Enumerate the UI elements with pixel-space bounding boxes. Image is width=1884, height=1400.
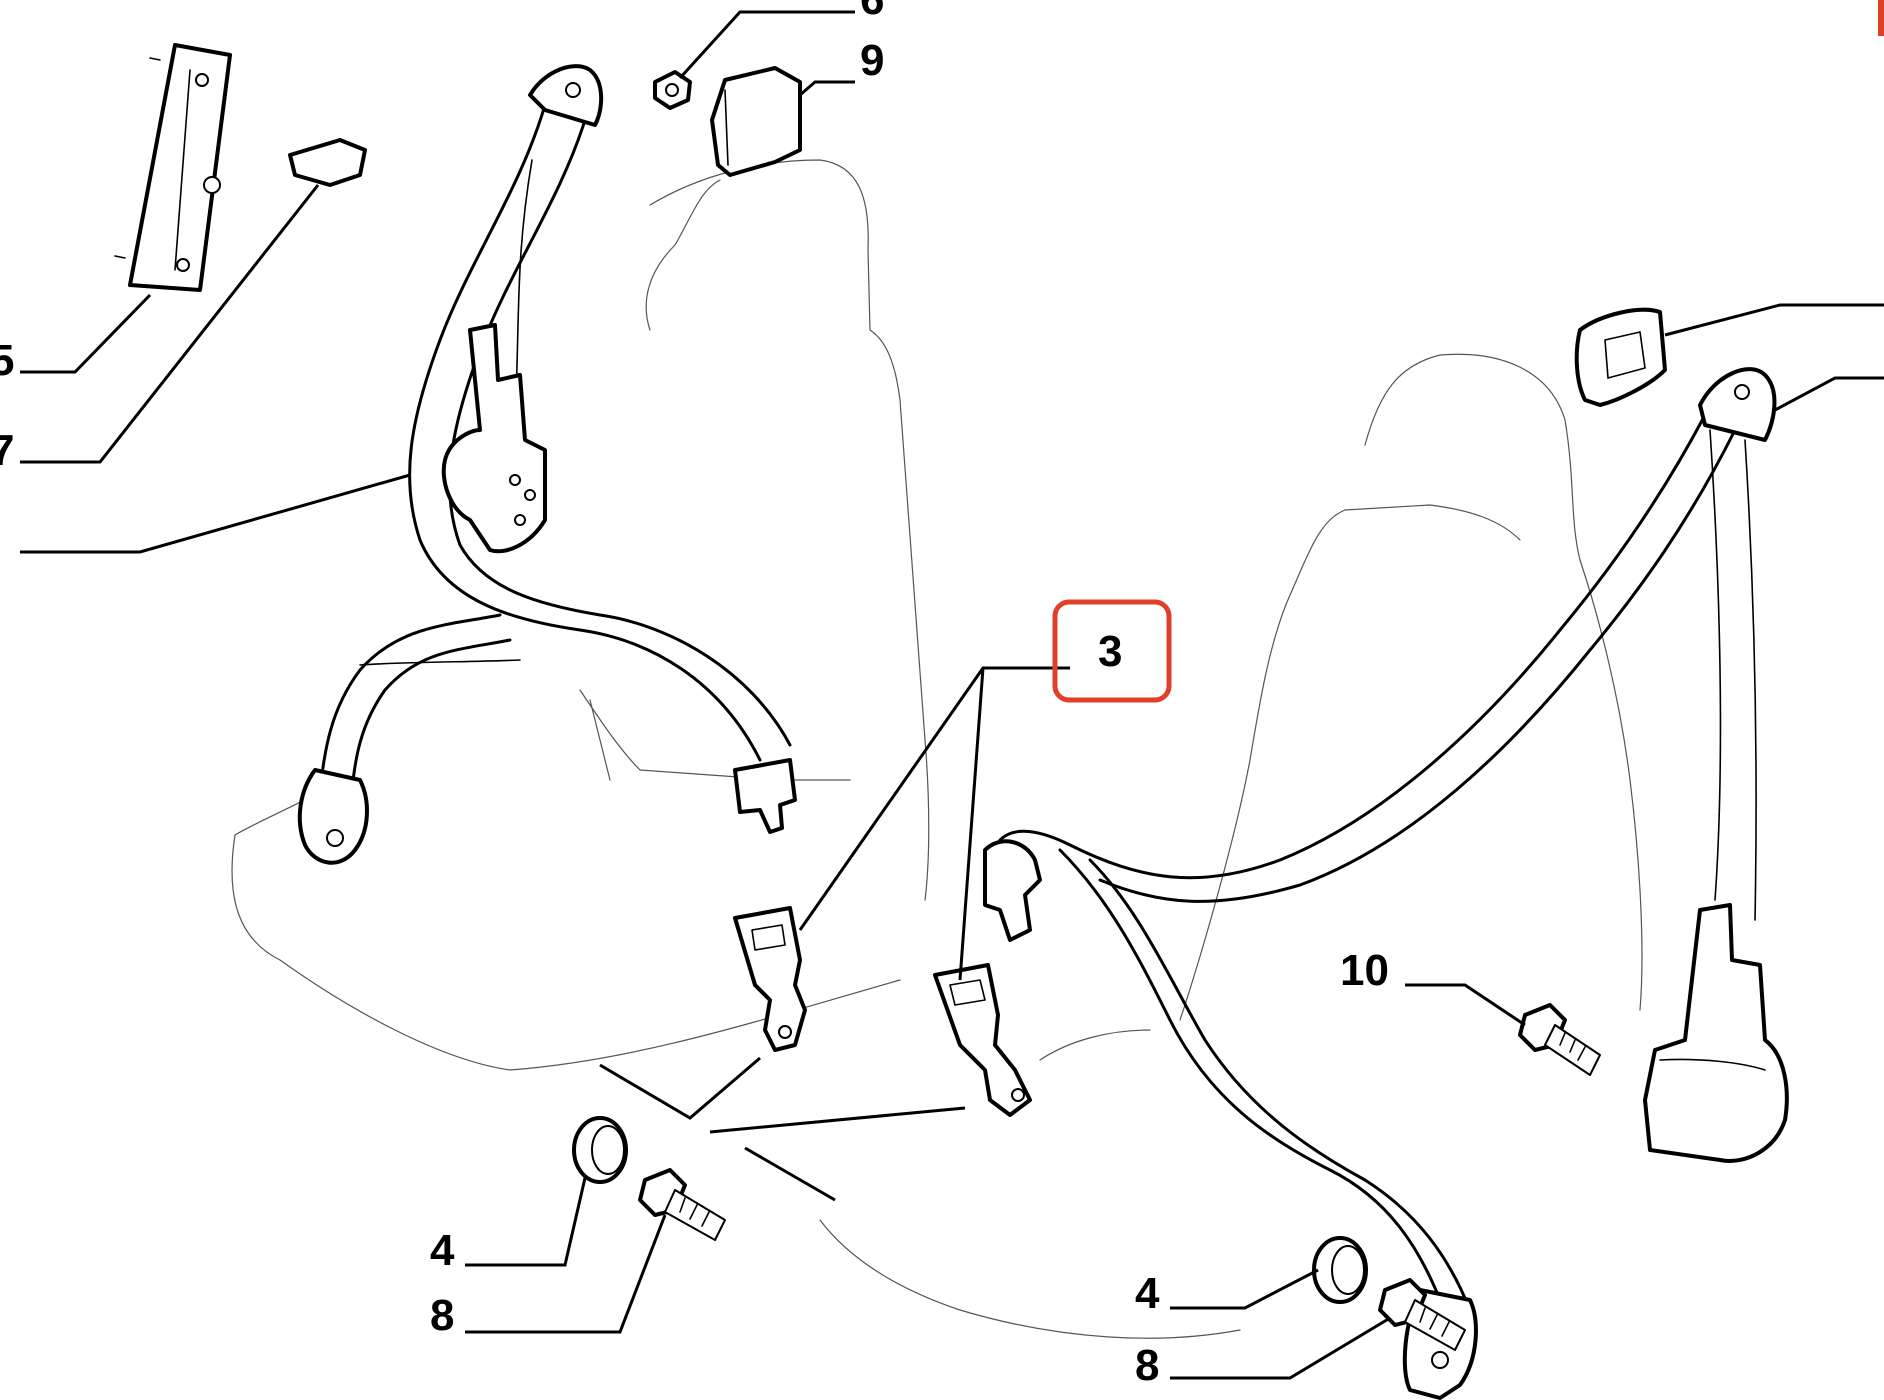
callout-6: 6 <box>860 0 884 24</box>
callout-7: 7 <box>0 426 14 475</box>
right-seat-outline <box>819 353 1643 1339</box>
pillar-cover-cap <box>288 138 367 187</box>
callout-4-right: 4 <box>1135 1269 1160 1318</box>
right-tongue-plate <box>983 839 1042 942</box>
center-buckle-right <box>933 963 1032 1117</box>
center-buckle-left <box>733 906 807 1052</box>
right-upper-trim-cover <box>1574 307 1667 407</box>
trim-cover-part-9 <box>710 66 802 177</box>
height-adjuster-rail <box>114 43 232 292</box>
callout-5: 5 <box>0 336 14 385</box>
edge-marker <box>1878 0 1884 36</box>
callout-4-left: 4 <box>430 1226 455 1275</box>
spacer-part-4-left <box>572 1116 628 1184</box>
left-tongue-plate <box>733 758 797 834</box>
left-seat-belt-strap <box>318 103 792 792</box>
leader-lines <box>20 10 1884 1380</box>
left-retractor <box>441 323 547 554</box>
callout-3: 3 <box>1098 627 1122 676</box>
callout-8-right: 8 <box>1135 1341 1159 1390</box>
left-upper-anchor-plate <box>528 64 604 127</box>
left-seat-outline <box>231 159 930 1071</box>
nut-part-6 <box>653 70 692 110</box>
right-upper-anchor-plate <box>1698 367 1777 442</box>
right-retractor <box>1643 903 1789 1163</box>
callout-labels: 6 9 5 7 3 10 4 8 4 8 <box>0 0 1389 1390</box>
callout-10: 10 <box>1340 946 1389 995</box>
bolt-part-10 <box>1518 1003 1601 1076</box>
callout-8-left: 8 <box>430 1291 454 1340</box>
highlight-box <box>1052 599 1172 703</box>
bolt-part-8-right <box>1378 1278 1466 1351</box>
left-lower-anchor <box>297 768 369 865</box>
spacer-part-4-right <box>1312 1236 1368 1304</box>
right-seat-belt-strap <box>998 413 1757 1312</box>
bolt-part-8-left <box>638 1168 726 1241</box>
callout-9: 9 <box>860 36 884 85</box>
